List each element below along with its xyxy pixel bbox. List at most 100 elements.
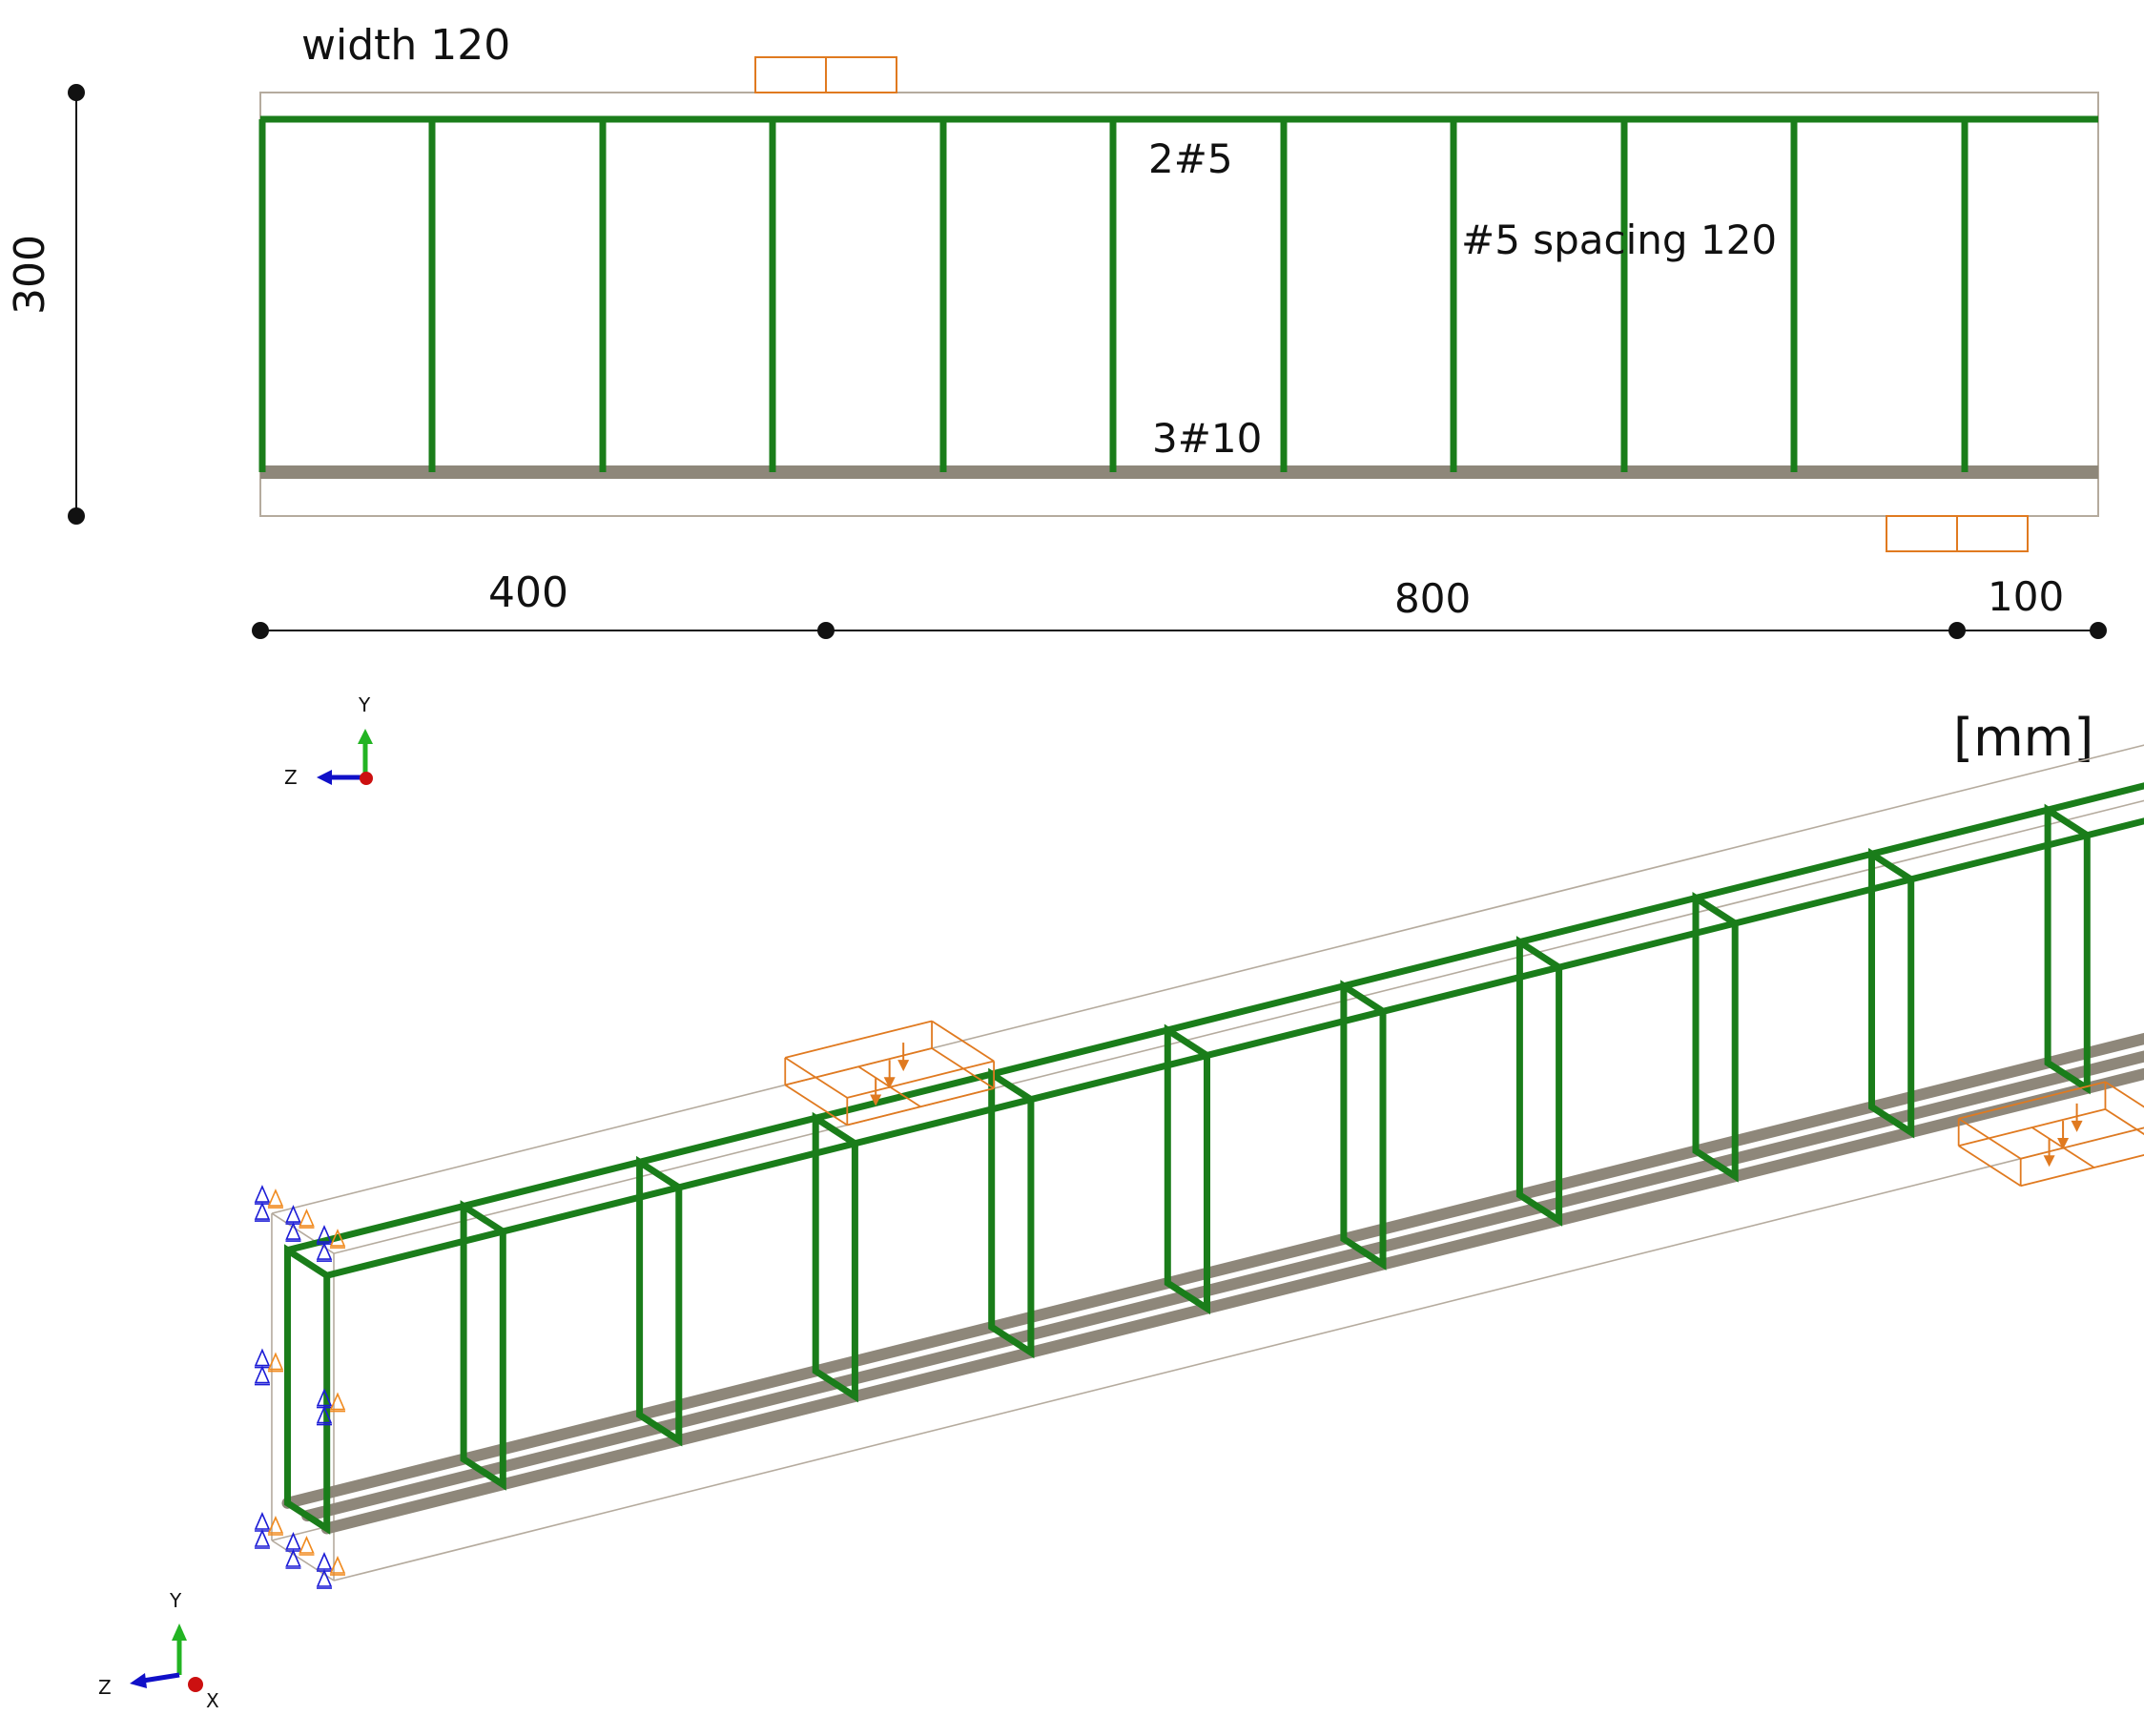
- support-cone-icon-1c: [329, 1229, 346, 1249]
- support-cone-icon-6a-cone: [316, 1552, 333, 1570]
- support-cone-icon-8b: [254, 1529, 271, 1549]
- axis-triad-icon: Y Z: [284, 693, 373, 789]
- stirrup-3d-3: [636, 1155, 683, 1447]
- dim-label-3: 100: [1988, 573, 2064, 620]
- stirrup-3d-8: [1515, 936, 1563, 1227]
- top-bar-label: 2#5: [1148, 135, 1233, 182]
- support-cone-icon-8b-cone: [254, 1529, 271, 1547]
- load-arrow-icon-3-head: [897, 1060, 910, 1072]
- axis-y-label: Y: [169, 1589, 182, 1612]
- support-cone-icon-6b: [316, 1569, 333, 1589]
- support-plate-3d-edge-12: [2104, 1081, 2144, 1108]
- support-cone-icon-3c-cone: [267, 1188, 284, 1207]
- support-cone-icon-3a: [254, 1185, 271, 1205]
- support-cone-icon-3b-cone: [254, 1202, 271, 1220]
- support-plate-3d-edge-8: [1958, 1081, 2106, 1120]
- unit-label: [mm]: [1953, 708, 2093, 768]
- support-cone-icon-5b: [254, 1365, 271, 1386]
- support-cone-icon-4b: [316, 1405, 333, 1426]
- support-cone-icon-5c: [267, 1352, 284, 1373]
- isometric-view: Y Z X: [98, 744, 2144, 1712]
- support-cone-icon-4b-cone: [316, 1405, 333, 1424]
- support-cone-icon-5a: [254, 1348, 271, 1369]
- bottom-bar-label: 3#10: [1152, 415, 1262, 462]
- support-arrow-icon-1-head: [2043, 1155, 2055, 1168]
- load-plate-3d-edge-1: [784, 1084, 848, 1126]
- load-plate-3d-edge-6: [784, 1057, 848, 1099]
- support-cone-icon-8a-cone: [254, 1512, 271, 1530]
- stirrup-3d-7: [1340, 980, 1387, 1271]
- axis-y-label: Y: [358, 693, 371, 716]
- stirrup-3d-11: [2044, 803, 2091, 1095]
- support-cone-icon-1b-cone: [316, 1242, 333, 1260]
- support-cone-icon-6b-cone: [316, 1569, 333, 1587]
- support-cone-icon-3a-cone: [254, 1185, 271, 1203]
- length-dimension: [252, 622, 2107, 639]
- support-cone-icon-1a: [316, 1225, 333, 1245]
- support-cone-icon-3c: [267, 1188, 284, 1209]
- height-label: 300: [6, 235, 54, 315]
- support-cone-icon-8a: [254, 1512, 271, 1532]
- support-cone-icon-6a: [316, 1552, 333, 1572]
- stirrup-3d-4: [812, 1111, 858, 1403]
- support-plate-3d-edge-9: [2104, 1108, 2144, 1136]
- top-rebars-3d: [286, 782, 2144, 1279]
- support-plate-3d-edge-5: [1958, 1107, 2106, 1147]
- load-plate-3d-edge-7: [847, 1060, 995, 1099]
- dim-label-2: 800: [1394, 575, 1471, 622]
- support-cone-icon-2c: [299, 1209, 315, 1229]
- support-cone-icon-7b-cone: [285, 1549, 301, 1567]
- support-cone-icon-5c-cone: [267, 1352, 284, 1371]
- stirrup-3d-5: [988, 1067, 1035, 1359]
- stirrup-3d-6: [1164, 1023, 1210, 1315]
- support-cone-icon-8c-cone: [267, 1516, 284, 1534]
- support-cone-icon-3b: [254, 1202, 271, 1222]
- support-cone-icon-2a-cone: [285, 1205, 301, 1223]
- stirrup-label: #5 spacing 120: [1461, 217, 1777, 263]
- axis-z-label: Z: [98, 1676, 112, 1699]
- support-cone-icon-4a-cone: [316, 1388, 333, 1407]
- support-cone-icon-6c: [329, 1556, 346, 1576]
- width-label: width 120: [301, 21, 510, 70]
- outline-edge-8: [271, 744, 2144, 1214]
- support-cone-icon-2b: [285, 1222, 301, 1242]
- load-arrow-icon-1-head: [870, 1094, 882, 1106]
- support-arrow-icon-3-head: [2071, 1120, 2083, 1132]
- top-rebar-3d-2: [286, 782, 2144, 1254]
- support-cone-icon-4c: [329, 1392, 346, 1413]
- stirrup-3d-2: [460, 1200, 506, 1491]
- support-cone-icon-7c-cone: [299, 1536, 315, 1554]
- support-cone-icon-5b-cone: [254, 1365, 271, 1384]
- plates-3d: [784, 1020, 2144, 1188]
- stirrup-3d-9: [1692, 891, 1739, 1183]
- support-cone-icon-8c: [267, 1516, 284, 1536]
- bottom-rebar-3: [281, 1032, 2144, 1509]
- axis-z-label: Z: [284, 766, 298, 789]
- support-cone-icon-5a-cone: [254, 1348, 271, 1367]
- height-dimension: [68, 84, 85, 525]
- dim-label-1: 400: [488, 568, 568, 617]
- support-cone-icon-6c-cone: [329, 1556, 346, 1574]
- stirrup-3d-1: [284, 1244, 331, 1535]
- load-plate-3d-edge-9: [931, 1047, 995, 1089]
- load-plate-top: [754, 56, 897, 93]
- support-arrow-icon-2-head: [2057, 1138, 2070, 1150]
- support-cone-icon-1b: [316, 1242, 333, 1262]
- support-cone-icon-2c-cone: [299, 1209, 315, 1227]
- support-cone-icon-7b: [285, 1549, 301, 1569]
- supports-3d: [254, 1185, 346, 1589]
- axis-x-label: X: [206, 1689, 219, 1712]
- bottom-rebars-3d: [281, 1032, 2144, 1535]
- support-plate-3d-edge-6: [1958, 1117, 2022, 1160]
- axis-triad-icon: Y Z X: [98, 1589, 219, 1712]
- support-plate-3d-edge-1: [1958, 1145, 2022, 1188]
- support-plate-bottom: [1886, 515, 2029, 552]
- stirrup-3d-10: [1868, 847, 1915, 1139]
- top-rebar-3d-1: [325, 817, 2144, 1279]
- support-plate-3d-edge-7: [2020, 1126, 2144, 1160]
- elevation-view: width 120 2#5 #5 spacing 120 3#10 300 40…: [6, 21, 2107, 789]
- stirrups-3d: [284, 803, 2091, 1535]
- support-cone-icon-1a-cone: [316, 1225, 333, 1243]
- support-cone-icon-7a-cone: [285, 1532, 301, 1550]
- outline-edge-3: [333, 1126, 2144, 1581]
